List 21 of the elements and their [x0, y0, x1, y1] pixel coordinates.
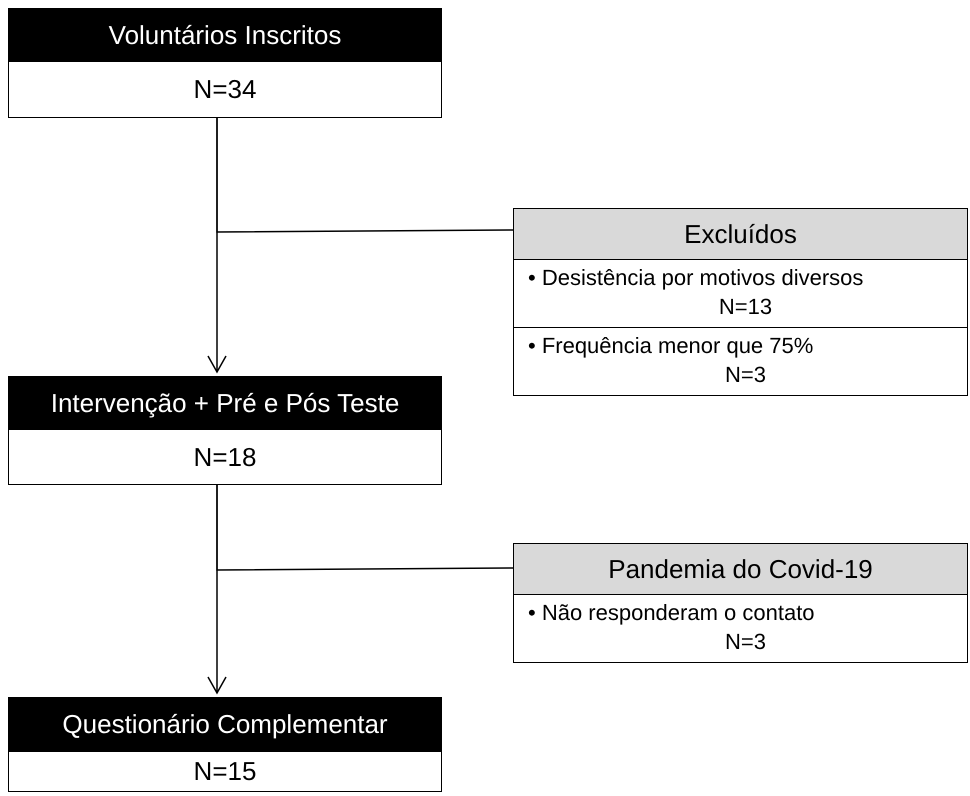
count-text: N=34	[192, 73, 258, 106]
bullet-item: • Não responderam o contato	[528, 599, 816, 627]
count-text: N=15	[192, 755, 258, 788]
process-box	[8, 376, 442, 485]
count-text: N=3	[724, 628, 767, 656]
process-box	[513, 208, 968, 396]
count-text: N=13	[718, 292, 774, 321]
box-header: Pandemia do Covid-19	[514, 544, 967, 595]
count-text: N=18	[192, 440, 258, 474]
connector-line	[216, 485, 513, 571]
process-box	[8, 8, 442, 118]
connector-line	[216, 118, 513, 233]
box-header: Excluídos	[514, 209, 967, 260]
bullet-item: • Frequência menor que 75%	[528, 332, 814, 360]
process-box	[8, 697, 442, 792]
count-text: N=3	[724, 360, 767, 389]
box-header: Intervenção + Pré e Pós Teste	[9, 377, 441, 430]
box-header: Voluntários Inscritos	[9, 9, 441, 62]
box-header: Questionário Complementar	[9, 698, 441, 752]
process-box	[513, 543, 968, 664]
bullet-item: • Desistência por motivos diversos	[528, 264, 864, 292]
